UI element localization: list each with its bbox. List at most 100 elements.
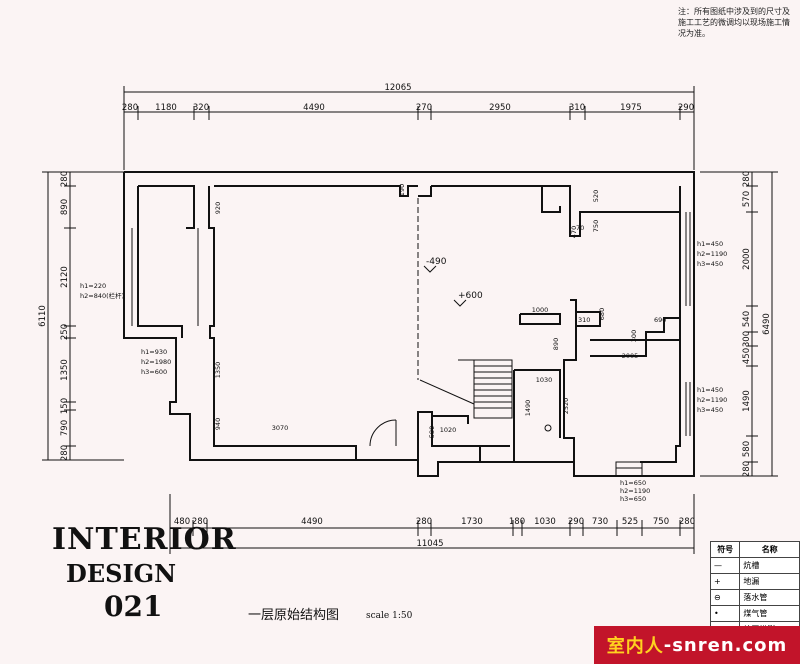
inner-dim: 3070 [272, 424, 289, 432]
bottom-total-dim: 11045 [416, 539, 443, 549]
inner-dim: 1350 [214, 362, 222, 379]
level-label: +600 [458, 291, 483, 301]
right-dim: 300 [742, 331, 752, 347]
symbol-legend: 符号 名称 —炕槽 +地漏 ⊖落水管 •煤气管 ▭给开模影... [709, 541, 800, 638]
right-dim: 280 [742, 461, 752, 477]
legend-symbol-icon: — [709, 557, 741, 574]
right-dim: 1490 [742, 390, 752, 412]
bottom-dim: 280 [416, 517, 432, 527]
right-total-dim: 6490 [762, 313, 772, 335]
inner-dim: 470 [570, 226, 578, 238]
right-dim: 540 [742, 311, 752, 327]
left-dim: 150 [60, 398, 70, 414]
left-dim: 2120 [60, 266, 70, 288]
top-dim: 280 [122, 103, 138, 113]
bottom-dim: 4490 [301, 517, 323, 527]
inner-dim: 520 [592, 190, 600, 202]
legend-symbol-icon: ⊖ [709, 589, 741, 606]
legend-header-name: 名称 [739, 541, 800, 558]
inner-dim: 190 [398, 184, 406, 196]
watermark-url: -snren.com [663, 634, 788, 656]
height-note: h1=450 [697, 386, 723, 394]
top-dim: 290 [678, 103, 694, 113]
top-dim: 4490 [303, 103, 325, 113]
left-total-dim: 6110 [38, 305, 48, 327]
height-note: h1=650 [620, 479, 646, 487]
inner-dim: 890 [552, 338, 560, 350]
inner-dim: 310 [578, 316, 590, 324]
height-note: h3=450 [697, 406, 723, 414]
height-note: h1=450 [697, 240, 723, 248]
legend-symbol-icon: • [709, 605, 741, 622]
right-dim: 450 [742, 348, 752, 364]
height-note: h3=600 [141, 368, 167, 376]
inner-dim: 70 [576, 224, 584, 232]
left-dim: 280 [60, 445, 70, 461]
height-note: h3=450 [697, 260, 723, 268]
logo-line-1: INTERIOR [52, 522, 237, 557]
height-note: h2=840(栏杆) [80, 291, 124, 300]
plan-scale: scale 1:50 [366, 611, 413, 621]
top-dim: 1975 [620, 103, 642, 113]
inner-dim: 940 [214, 418, 222, 430]
left-dim: 250 [60, 324, 70, 340]
top-total-dim: 12065 [384, 83, 411, 93]
left-dim: 890 [60, 199, 70, 215]
height-note: h2=1190 [620, 487, 650, 495]
left-dim: 790 [60, 420, 70, 436]
inner-dim: 2520 [562, 398, 570, 415]
height-note: h3=650 [620, 495, 646, 503]
inner-dim: 1490 [524, 400, 532, 417]
top-dim: 320 [193, 103, 209, 113]
right-dim: 570 [742, 191, 752, 207]
height-note: h2=1980 [141, 358, 171, 366]
inner-dim: 750 [592, 220, 600, 232]
bottom-dim: 280 [679, 517, 695, 527]
logo-line-2: DESIGN [66, 559, 177, 588]
inner-dim: 690 [654, 316, 666, 324]
height-note: h2=1190 [697, 250, 727, 258]
right-dim: 580 [742, 441, 752, 457]
height-note: h2=1190 [697, 396, 727, 404]
left-dim: 280 [60, 171, 70, 187]
bottom-dim: 1030 [534, 517, 556, 527]
right-dim: 280 [742, 171, 752, 187]
legend-header-symbol: 符号 [709, 541, 741, 558]
bottom-dim: 180 [509, 517, 525, 527]
height-note: h1=930 [141, 348, 167, 356]
legend-item: 煤气管 [739, 605, 800, 622]
level-label: -490 [426, 257, 447, 267]
bottom-dim: 750 [653, 517, 669, 527]
construction-note: 注：所有图纸中涉及到的尺寸及施工工艺的微调均以现场施工情况为准。 [678, 7, 790, 38]
top-dim: 2950 [489, 103, 511, 113]
height-note: h1=220 [80, 282, 106, 290]
bottom-dim: 290 [568, 517, 584, 527]
inner-dim: 1030 [536, 376, 553, 384]
bottom-dim: 525 [622, 517, 638, 527]
top-dim: 270 [416, 103, 432, 113]
bottom-dim: 1730 [461, 517, 483, 527]
bottom-dim: 730 [592, 517, 608, 527]
top-dim: 1180 [155, 103, 177, 113]
legend-item: 地漏 [739, 573, 800, 590]
inner-dim: 580 [428, 426, 436, 438]
inner-dim: 680 [598, 308, 606, 320]
watermark-chinese: 室内人 [606, 636, 664, 657]
inner-dim: 1000 [532, 306, 549, 314]
snren-watermark: 室内人 -snren.com [594, 626, 800, 664]
inner-dim: 920 [214, 202, 222, 214]
inner-dim: 2005 [622, 352, 639, 360]
bottom-dim: 280 [192, 517, 208, 527]
inner-dim: 300 [630, 330, 638, 342]
top-dim: 310 [569, 103, 585, 113]
legend-item: 炕槽 [739, 557, 800, 574]
bottom-dim: 480 [174, 517, 190, 527]
legend-item: 落水管 [739, 589, 800, 606]
inner-dim: 1020 [440, 426, 457, 434]
legend-symbol-icon: + [709, 573, 741, 590]
left-dim: 1350 [60, 359, 70, 381]
interior-design-logo: INTERIOR DESIGN 021 [52, 522, 237, 623]
logo-line-3: 021 [104, 590, 163, 623]
plan-title: 一层原始结构图 [248, 608, 340, 623]
